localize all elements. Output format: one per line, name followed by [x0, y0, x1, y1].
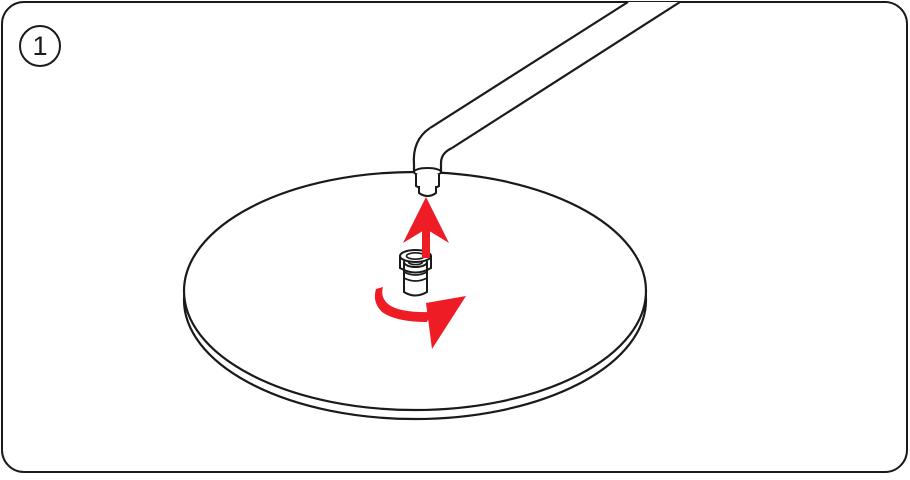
step-number-badge: 1	[19, 25, 61, 67]
lamp-arm	[412, 1, 681, 197]
rotate-arrow	[374, 287, 466, 349]
connector-screw	[399, 249, 432, 297]
step-number: 1	[32, 31, 48, 61]
lift-arrow	[403, 197, 449, 258]
